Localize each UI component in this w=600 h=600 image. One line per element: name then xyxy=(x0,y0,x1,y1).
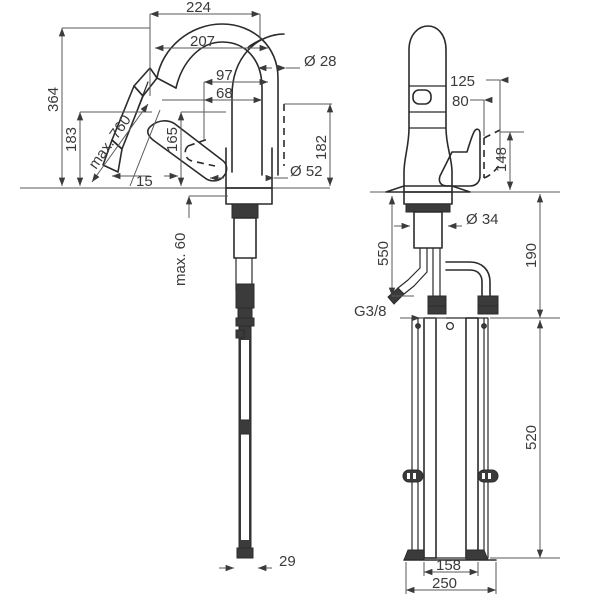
dimension-dia-52: Ø 52 xyxy=(209,163,323,182)
dim-label-148: 148 xyxy=(493,147,510,172)
dim-label-g38: G3/8 xyxy=(354,303,387,320)
dimension-dia-28: Ø 28 xyxy=(257,53,337,72)
dim-label-dia-28: Ø 28 xyxy=(304,53,337,70)
pulldown-hose-loop xyxy=(445,261,491,301)
dim-label-68: 68 xyxy=(216,85,233,102)
lever-side-alternate xyxy=(483,129,501,179)
spray-head xyxy=(133,67,158,97)
dim-label-80: 80 xyxy=(452,93,469,110)
spout-outer-curve xyxy=(231,33,285,173)
hose-frame xyxy=(411,317,489,559)
hose-clamp-upper xyxy=(235,283,255,309)
dim-label-165: 165 xyxy=(164,127,181,152)
lever-alternate-position xyxy=(184,145,216,167)
dimension-max-760: max. 760 xyxy=(85,103,149,183)
shank-tube xyxy=(233,217,257,259)
lever-alternate-arc xyxy=(187,138,209,147)
base-foot-left xyxy=(403,549,425,561)
dimension-lever-125: 125 xyxy=(450,73,509,160)
spout-connector xyxy=(156,77,177,89)
deck-escutcheon xyxy=(225,187,273,205)
shank-collar xyxy=(231,203,259,219)
dim-label-97: 97 xyxy=(216,67,233,84)
base-foot-right xyxy=(465,549,489,561)
dim-label-550: 550 xyxy=(375,241,392,266)
dim-label-29: 29 xyxy=(279,553,296,570)
dimension-68: 68 xyxy=(162,85,263,104)
frame-dot-left xyxy=(415,323,421,329)
dim-label-dia-52: Ø 52 xyxy=(290,163,323,180)
hose-fitting-a xyxy=(237,307,253,319)
hose-end-fitting xyxy=(236,547,254,559)
hose-tube-left xyxy=(423,317,437,559)
dimension-190: 190 xyxy=(490,193,560,319)
hose-tube-right xyxy=(465,317,479,559)
hose-weight-mid xyxy=(238,419,252,435)
dim-label-183: 183 xyxy=(63,127,80,152)
hose-tab xyxy=(235,329,245,339)
dim-label-125: 125 xyxy=(450,73,475,90)
dim-label-520: 520 xyxy=(523,425,540,450)
front-elevation-view: 224 207 97 68 Ø 28 364 xyxy=(20,0,337,572)
escutcheon-side xyxy=(385,185,471,193)
dim-label-182: 182 xyxy=(313,135,330,160)
dim-label-250: 250 xyxy=(432,575,457,592)
dimension-height-182: 182 xyxy=(284,103,334,187)
dim-label-207: 207 xyxy=(190,33,215,50)
dimension-reach-224: 224 xyxy=(149,0,261,96)
side-elevation-view: 125 80 148 Ø 34 550 xyxy=(354,25,560,594)
dimension-reach-207: 207 xyxy=(154,33,269,52)
hose-union-right-2 xyxy=(477,305,499,315)
dimension-thread-g38: G3/8 xyxy=(354,303,446,322)
frame-dot-right xyxy=(481,323,487,329)
dimension-250: 250 xyxy=(405,562,497,594)
shank-tube-side xyxy=(413,211,443,249)
dimension-hose-550: 550 xyxy=(375,195,414,297)
spray-toggle-button xyxy=(412,89,432,105)
spout-arc-inner xyxy=(175,41,263,176)
dim-label-15: 15 xyxy=(136,173,153,190)
hose-connector-right xyxy=(477,469,499,483)
pulldown-hose-loop-inner xyxy=(445,269,483,301)
dim-label-364: 364 xyxy=(45,87,62,112)
dim-label-158: 158 xyxy=(436,557,461,574)
hose-fitting-b xyxy=(235,317,255,327)
dimension-height-364: 364 xyxy=(45,27,150,187)
dimension-dia-34: Ø 34 xyxy=(394,211,499,230)
hose-side-left xyxy=(397,247,421,289)
dimension-hose-width-29: 29 xyxy=(219,553,296,572)
dimension-520: 520 xyxy=(490,319,560,559)
hose-rod-highlight xyxy=(241,340,249,540)
frame-dot-center xyxy=(446,322,455,331)
dimension-97: 97 xyxy=(203,67,269,140)
dimension-158: 158 xyxy=(423,557,479,576)
dimension-lever-148: 148 xyxy=(493,131,524,191)
dimension-max-60: max. 60 xyxy=(172,195,228,286)
hose-union-center xyxy=(427,295,447,307)
spray-head-seam xyxy=(137,81,149,109)
dim-label-224: 224 xyxy=(186,0,211,16)
dim-label-max-60: max. 60 xyxy=(172,233,189,286)
dimension-angle-15: 15 xyxy=(111,109,161,190)
hose-union-right xyxy=(477,295,499,307)
spout-arc-outer xyxy=(156,23,279,176)
hose-connector-left xyxy=(402,469,424,483)
mixer-body xyxy=(225,147,273,189)
dimension-lever-80: 80 xyxy=(452,93,493,136)
dim-label-190: 190 xyxy=(523,243,540,268)
control-lever-side xyxy=(438,128,481,187)
shank-collar-side xyxy=(403,191,453,205)
dim-label-dia-34: Ø 34 xyxy=(466,211,499,228)
shank-nut-side xyxy=(405,203,451,213)
dimension-height-165: 165 xyxy=(164,111,226,187)
hose-side-left-2 xyxy=(403,247,428,295)
hose-union-center-2 xyxy=(427,305,447,315)
dim-label-max-760: max. 760 xyxy=(85,112,134,172)
control-lever xyxy=(147,120,228,182)
